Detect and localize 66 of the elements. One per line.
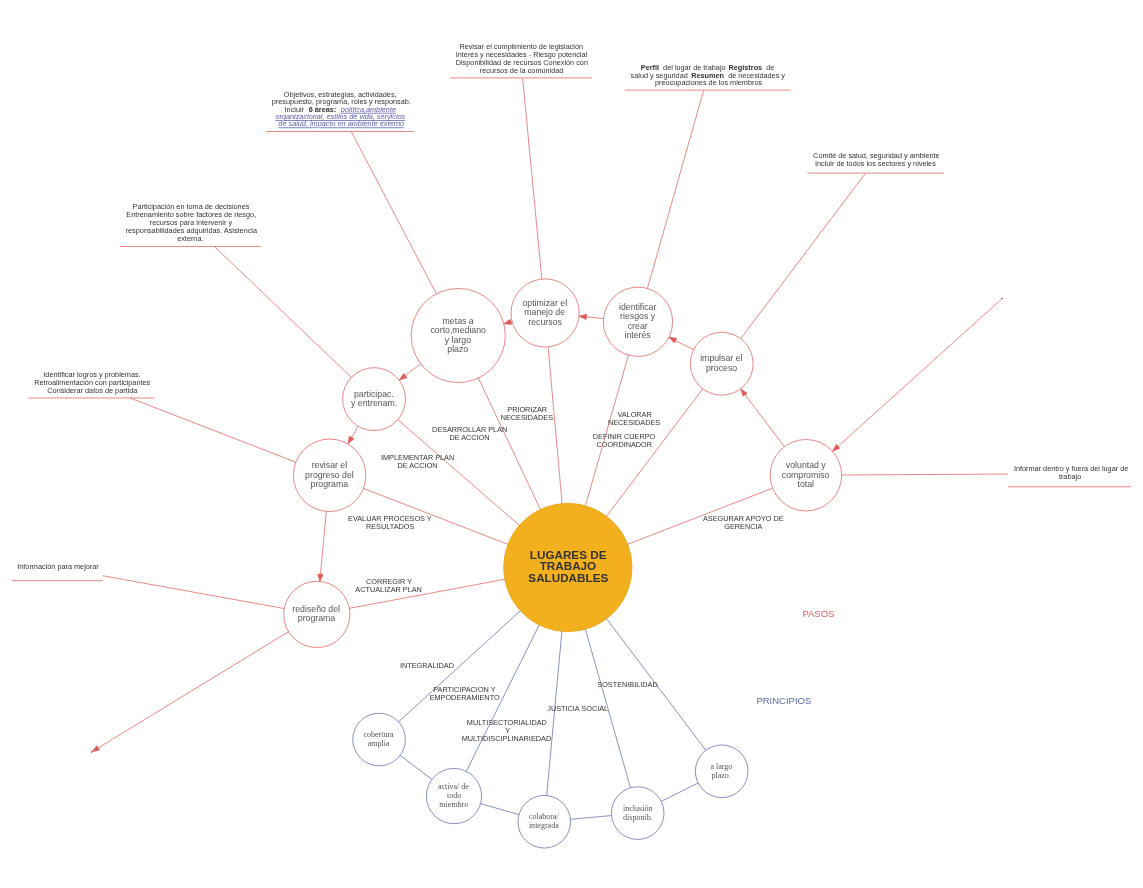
edge-label: DESARROLLAR PLAN DE ACCION xyxy=(431,424,508,442)
connector xyxy=(349,578,506,609)
connector xyxy=(398,610,521,723)
connector xyxy=(466,624,540,772)
connector xyxy=(397,419,520,526)
node-circle: colabora/ integrada xyxy=(517,795,571,849)
node-circle: identificar riesgos y crear interés xyxy=(602,286,673,357)
label: PRINCIPIOS xyxy=(756,695,812,707)
edge-label: EVALUAR PROCESOS Y RESULTADOS xyxy=(348,514,432,532)
edge-label: CORREGIR Y ACTUALIZAR PLAN xyxy=(355,577,422,595)
edge-label: SOSTENIBILIDAD xyxy=(597,679,658,689)
node-circle: cobertura amplia xyxy=(352,712,406,767)
arrow xyxy=(317,511,327,582)
node-circle: a largo plazo. xyxy=(695,744,749,798)
connector xyxy=(102,575,285,609)
node-text: Objetivos, estrategias, actividades, presupuesto, programa, roles y responsab. Incluir 6 áreas: política,ambiente organizacional, estilos de vida, servicios de salud, impacto en ambiente externo xyxy=(271,90,411,129)
edge-label: PRIORIZAR NECESIDADES xyxy=(500,404,554,422)
node-circle: revisar el progreso del programa xyxy=(293,438,367,512)
connector xyxy=(546,630,563,796)
arrow xyxy=(740,388,785,447)
connector xyxy=(478,377,541,510)
connector xyxy=(660,782,699,802)
edge-label: MULTISECTORIALIDAD Y MULTIDISCIPLINARIEDAD xyxy=(461,717,552,743)
connector xyxy=(606,388,704,517)
node-text: Perfil del lugar de trabajo Registros de salud y seguridad Resumen de necesidades y preocupaciones de los miembros xyxy=(630,63,785,88)
node-circle: inclusión disponib. xyxy=(611,786,665,840)
connector xyxy=(350,131,437,295)
node-text: Participación en toma de decisiones Entrenamiento sobre factores de riesgo, recursos para intervenir y responsabilidades adquiridas. Asistencia externa. xyxy=(125,202,258,244)
connector xyxy=(547,346,563,504)
node-circle: activa/ de todo miembro xyxy=(426,768,482,825)
node-circle: rediseño del programa xyxy=(283,580,351,648)
edge-label: DEFINIR CUERPO COORDINADOR xyxy=(592,431,656,450)
edge-label: PARTICIPACION Y EMPODERAMIENTO xyxy=(429,685,500,703)
node-circle: metas a corto,mediano y largo plazo xyxy=(410,288,506,383)
connector xyxy=(522,77,543,280)
arrow xyxy=(347,426,359,445)
connector xyxy=(480,803,520,815)
connector xyxy=(647,90,705,289)
connector xyxy=(129,397,297,463)
connector xyxy=(740,172,866,339)
node-circle: LUGARES DE TRABAJO SALUDABLES xyxy=(503,502,633,633)
connector xyxy=(585,628,631,788)
arrow xyxy=(503,319,513,325)
label: PASOS xyxy=(802,607,835,619)
node-text: Identificar logros y problemas. Retroalimentación con participantes Considerar datos de partida xyxy=(34,369,151,395)
edge-label: VALORAR NECESIDADES xyxy=(607,409,661,427)
connector xyxy=(570,815,612,820)
node-text: Revisar el cumplimiento de legislación Interés y necesidades - Riesgo potencial Disponibilidad de recursos Conexión con recursos de la comunidad xyxy=(455,41,588,75)
edge-label: JUSTICIA SOCIAL xyxy=(547,704,609,714)
edge-label: ASEGURAR APOYO DE GERENCIA xyxy=(703,513,784,532)
connector xyxy=(214,246,352,378)
arrow xyxy=(399,363,421,381)
node-text: Informar dentro y fuera del lugar de trabajo xyxy=(1013,464,1129,482)
arrow xyxy=(668,337,694,350)
connector xyxy=(606,618,707,751)
connector xyxy=(627,487,773,545)
connector xyxy=(841,473,1009,476)
edge-label: INTEGRALIDAD xyxy=(399,660,454,670)
connector xyxy=(363,488,509,545)
connector xyxy=(585,354,629,507)
node-text: Comité de salud, seguridad y ambiente Incluir de todos los sectores y niveles xyxy=(813,150,940,168)
arrow xyxy=(578,314,604,320)
edge-label: IMPLEMENTAR PLAN DE ACCION xyxy=(381,452,455,470)
arrow xyxy=(832,298,1003,452)
connector xyxy=(399,755,433,780)
node-text: Información para mejorar xyxy=(17,562,99,572)
